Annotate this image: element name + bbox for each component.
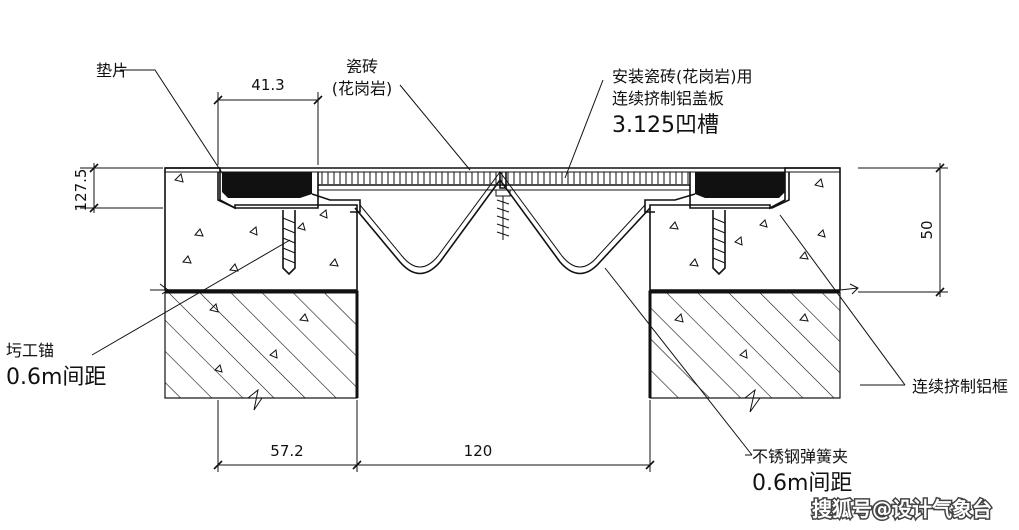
label-tile-1: 瓷砖 (346, 57, 378, 76)
right-masonry-anchor (712, 210, 726, 276)
watermark: 搜狐号@设计气象台 (811, 496, 994, 523)
left-masonry-anchor (282, 210, 296, 276)
label-anchor-1: 圬工锚 (6, 341, 54, 360)
dimension-lines (80, 92, 948, 472)
stainless-spring-clip (354, 171, 651, 275)
label-tile-2: (花岗岩) (332, 79, 393, 98)
left-concrete-block (150, 167, 359, 411)
right-concrete-block (648, 167, 859, 413)
label-clip-1: 不锈钢弹簧夹 (752, 447, 848, 466)
dim-bottom-gap: 120 (464, 442, 493, 460)
right-pad-gasket (644, 172, 790, 213)
label-cover-2: 连续挤制铝盖板 (612, 89, 724, 108)
label-anchor-2: 0.6m间距 (6, 365, 106, 390)
label-frame: 连续挤制铝框 (912, 377, 1008, 396)
dim-left-height: 127.5 (72, 169, 90, 212)
dim-top-width: 41.3 (251, 76, 284, 94)
label-cover-3: 3.125凹槽 (612, 113, 719, 138)
dim-bottom-left: 57.2 (270, 442, 303, 460)
label-pad: 垫片 (96, 61, 128, 80)
left-pad-gasket (217, 172, 361, 213)
watermark-text: 搜狐号@设计气象台 (812, 497, 992, 521)
dim-right-height: 50 (918, 220, 936, 239)
label-cover-1: 安装瓷砖(花岗岩)用 (612, 67, 753, 86)
leader-lines (91, 69, 906, 456)
label-clip-2: 0.6m间距 (752, 471, 852, 496)
